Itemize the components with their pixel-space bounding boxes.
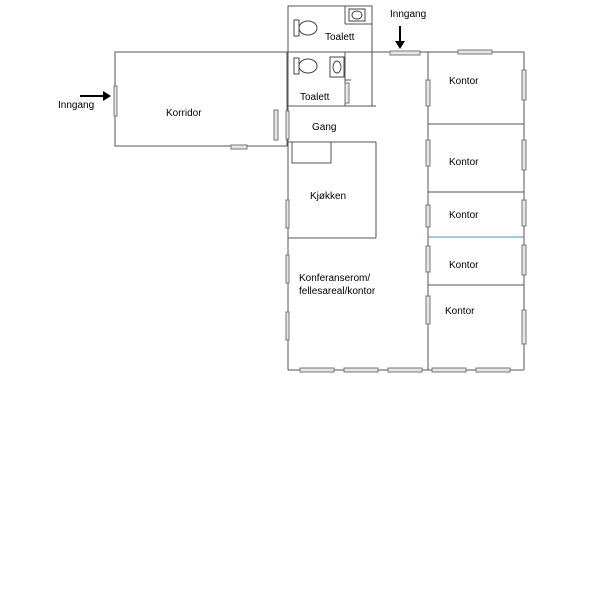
window xyxy=(521,244,527,276)
window xyxy=(230,144,248,150)
entrance-top-label: Inngang xyxy=(390,9,426,20)
window xyxy=(113,85,118,117)
room-label-kontor: Kontor xyxy=(449,260,479,271)
door-mark xyxy=(425,139,431,167)
door-mark xyxy=(273,109,279,141)
window xyxy=(285,199,290,229)
window xyxy=(521,199,527,227)
toilet-bowl-icon xyxy=(298,20,318,36)
room-label-gang: Gang xyxy=(312,122,336,133)
room-label-konferanse-line2: fellesareal/kontor xyxy=(299,286,376,297)
room-label-kontor: Kontor xyxy=(449,76,479,87)
room-label-kontor: Kontor xyxy=(449,210,479,221)
arrow-down-icon xyxy=(395,41,405,49)
entrance-left xyxy=(80,91,111,101)
window xyxy=(285,110,290,140)
room-label-kjokken: Kjøkken xyxy=(310,191,346,202)
labels: Inngang Inngang Toalett Toalett Korridor… xyxy=(58,9,479,317)
window xyxy=(299,367,335,373)
toilet-bowl-icon xyxy=(298,58,318,74)
korridor-outline xyxy=(114,51,288,147)
sink-basin-icon xyxy=(332,60,342,74)
toilet-fixture-icon xyxy=(293,19,300,37)
window xyxy=(387,367,423,373)
window xyxy=(475,367,511,373)
room-label-korridor: Korridor xyxy=(166,108,202,119)
sink-basin-icon xyxy=(351,10,363,20)
room-label-kontor: Kontor xyxy=(445,306,475,317)
window xyxy=(285,254,290,284)
room-label-konferanse-line1: Konferanserom/ xyxy=(299,273,370,284)
room-label-kontor: Kontor xyxy=(449,157,479,168)
door-mark xyxy=(425,245,431,273)
window xyxy=(285,311,290,341)
door-mark xyxy=(344,82,350,104)
window xyxy=(389,50,421,56)
window xyxy=(431,367,467,373)
entrance-top xyxy=(395,26,405,49)
room-label-toalett-bottom: Toalett xyxy=(300,92,330,103)
window xyxy=(521,139,527,171)
toilet-fixture-icon xyxy=(293,57,300,75)
room-label-toalett-top: Toalett xyxy=(325,32,355,43)
arrow-right-icon xyxy=(103,91,111,101)
window xyxy=(457,49,493,55)
kitchen-counter xyxy=(291,141,332,164)
window xyxy=(343,367,379,373)
fixtures xyxy=(293,8,366,78)
windows xyxy=(113,49,527,373)
door-mark xyxy=(425,295,431,325)
entrance-left-label: Inngang xyxy=(58,100,94,111)
window xyxy=(521,309,527,345)
door-mark xyxy=(425,204,431,228)
door-mark xyxy=(425,79,431,107)
window xyxy=(521,69,527,101)
